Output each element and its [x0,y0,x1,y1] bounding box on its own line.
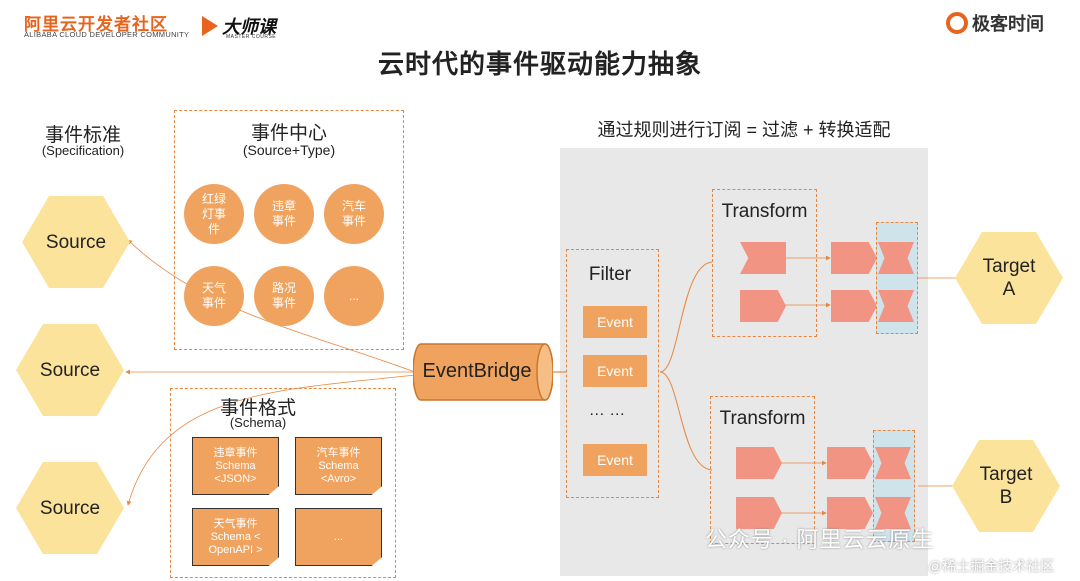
event-format-subtitle: (Schema) [229,415,287,430]
bubble-label: 路况事件 [271,281,296,310]
master-course-sub: MASTER COURSE [226,34,277,40]
transform-a-title: Transform [721,201,808,222]
transform-b-box [710,396,815,544]
event-bubble-car: 汽车事件 [324,184,384,244]
filter-box [566,249,659,498]
geek-time-logo-icon [946,12,968,34]
transform-b-shape-2 [736,497,782,529]
eventbridge-cylinder [413,343,553,401]
schema-doc-weather: 天气事件 Schema < OpenAPI > [192,508,279,566]
bubble-label: 天气事件 [201,281,226,310]
target-b-line2: B [999,487,1013,508]
event-center-subtitle: (Source+Type) [242,142,336,158]
event-format-title: 事件格式 [219,398,296,419]
filter-event-2: Event [583,355,647,387]
transform-b-out-1 [827,447,873,479]
transform-b-title: Transform [719,408,806,429]
connector-filter-transform-a [659,261,713,373]
event-bubble-traffic-light: 红绿灯事件 [184,184,244,244]
transform-a-box [712,189,817,337]
transform-a-out-1 [831,242,877,274]
alibaba-cloud-brand: 阿里云开发者社区 [24,15,168,34]
transform-a-out-2 [831,290,877,322]
schema-label: ... [333,530,344,543]
connector-source-1 [127,239,416,373]
filter-event-3: Event [583,444,647,476]
slide-title: 云时代的事件驱动能力抽象 [377,49,702,79]
master-course-text: 大师课 [222,17,276,37]
target-a-line1: Target [982,256,1036,277]
alibaba-cloud-brand-sub: ALIBABA CLOUD DEVELOPER COMMUNITY [24,30,190,39]
schema-doc-more: ... [295,508,382,566]
subscription-title: 通过规则进行订阅 = 过滤 + 转换适配 [597,120,891,140]
filter-title: Filter [588,264,632,285]
bubble-label: 汽车事件 [341,199,366,228]
connector-source-3 [126,374,416,506]
event-format-box [170,388,396,578]
source-label: Source [39,359,101,381]
source-label: Source [39,497,101,519]
schema-doc-car: 汽车事件 Schema <Avro> [295,437,382,495]
filter-event-1: Event [583,306,647,338]
event-center-box [174,110,404,350]
schema-doc-violation: 违章事件 Schema <JSON> [192,437,279,495]
eventbridge-label: EventBridge [422,360,532,382]
schema-label: 汽车事件 Schema <Avro> [316,446,361,485]
transform-b-out-2 [827,497,873,529]
source-label: Source [45,231,107,253]
schema-label: 天气事件 Schema < OpenAPI > [208,517,263,556]
source-hexagon-2: Source [16,324,124,416]
watermark-site: @稀土掘金技术社区 [928,558,1055,574]
master-course-brand: 大师课 [202,13,276,39]
play-icon [202,16,218,36]
event-bubble-weather: 天气事件 [184,266,244,326]
connector-filter-transform-b [659,371,713,471]
spec-title: 事件标准 [44,125,121,146]
bubble-label: 红绿灯事件 [201,191,226,236]
geek-time-text: 极客时间 [972,14,1044,34]
bubble-label: 违章事件 [271,199,296,228]
filter-ellipsis: … … [588,402,626,419]
transform-a-shape-2 [740,290,786,322]
bubble-label: ... [348,288,359,303]
event-bubble-violation: 违章事件 [254,184,314,244]
event-bubble-road: 路况事件 [254,266,314,326]
event-bubble-more: ... [324,266,384,326]
transform-b-shape-1 [736,447,782,479]
target-a-line2: A [1002,279,1016,300]
geek-time-brand: 极客时间 [946,10,1044,36]
target-b-line1: Target [979,464,1033,485]
schema-label: 违章事件 Schema <JSON> [213,446,258,485]
spec-subtitle: (Specification) [41,143,125,158]
watermark-account: 公众号 · 阿里云云原生 [705,527,935,552]
event-center-title: 事件中心 [250,123,327,144]
